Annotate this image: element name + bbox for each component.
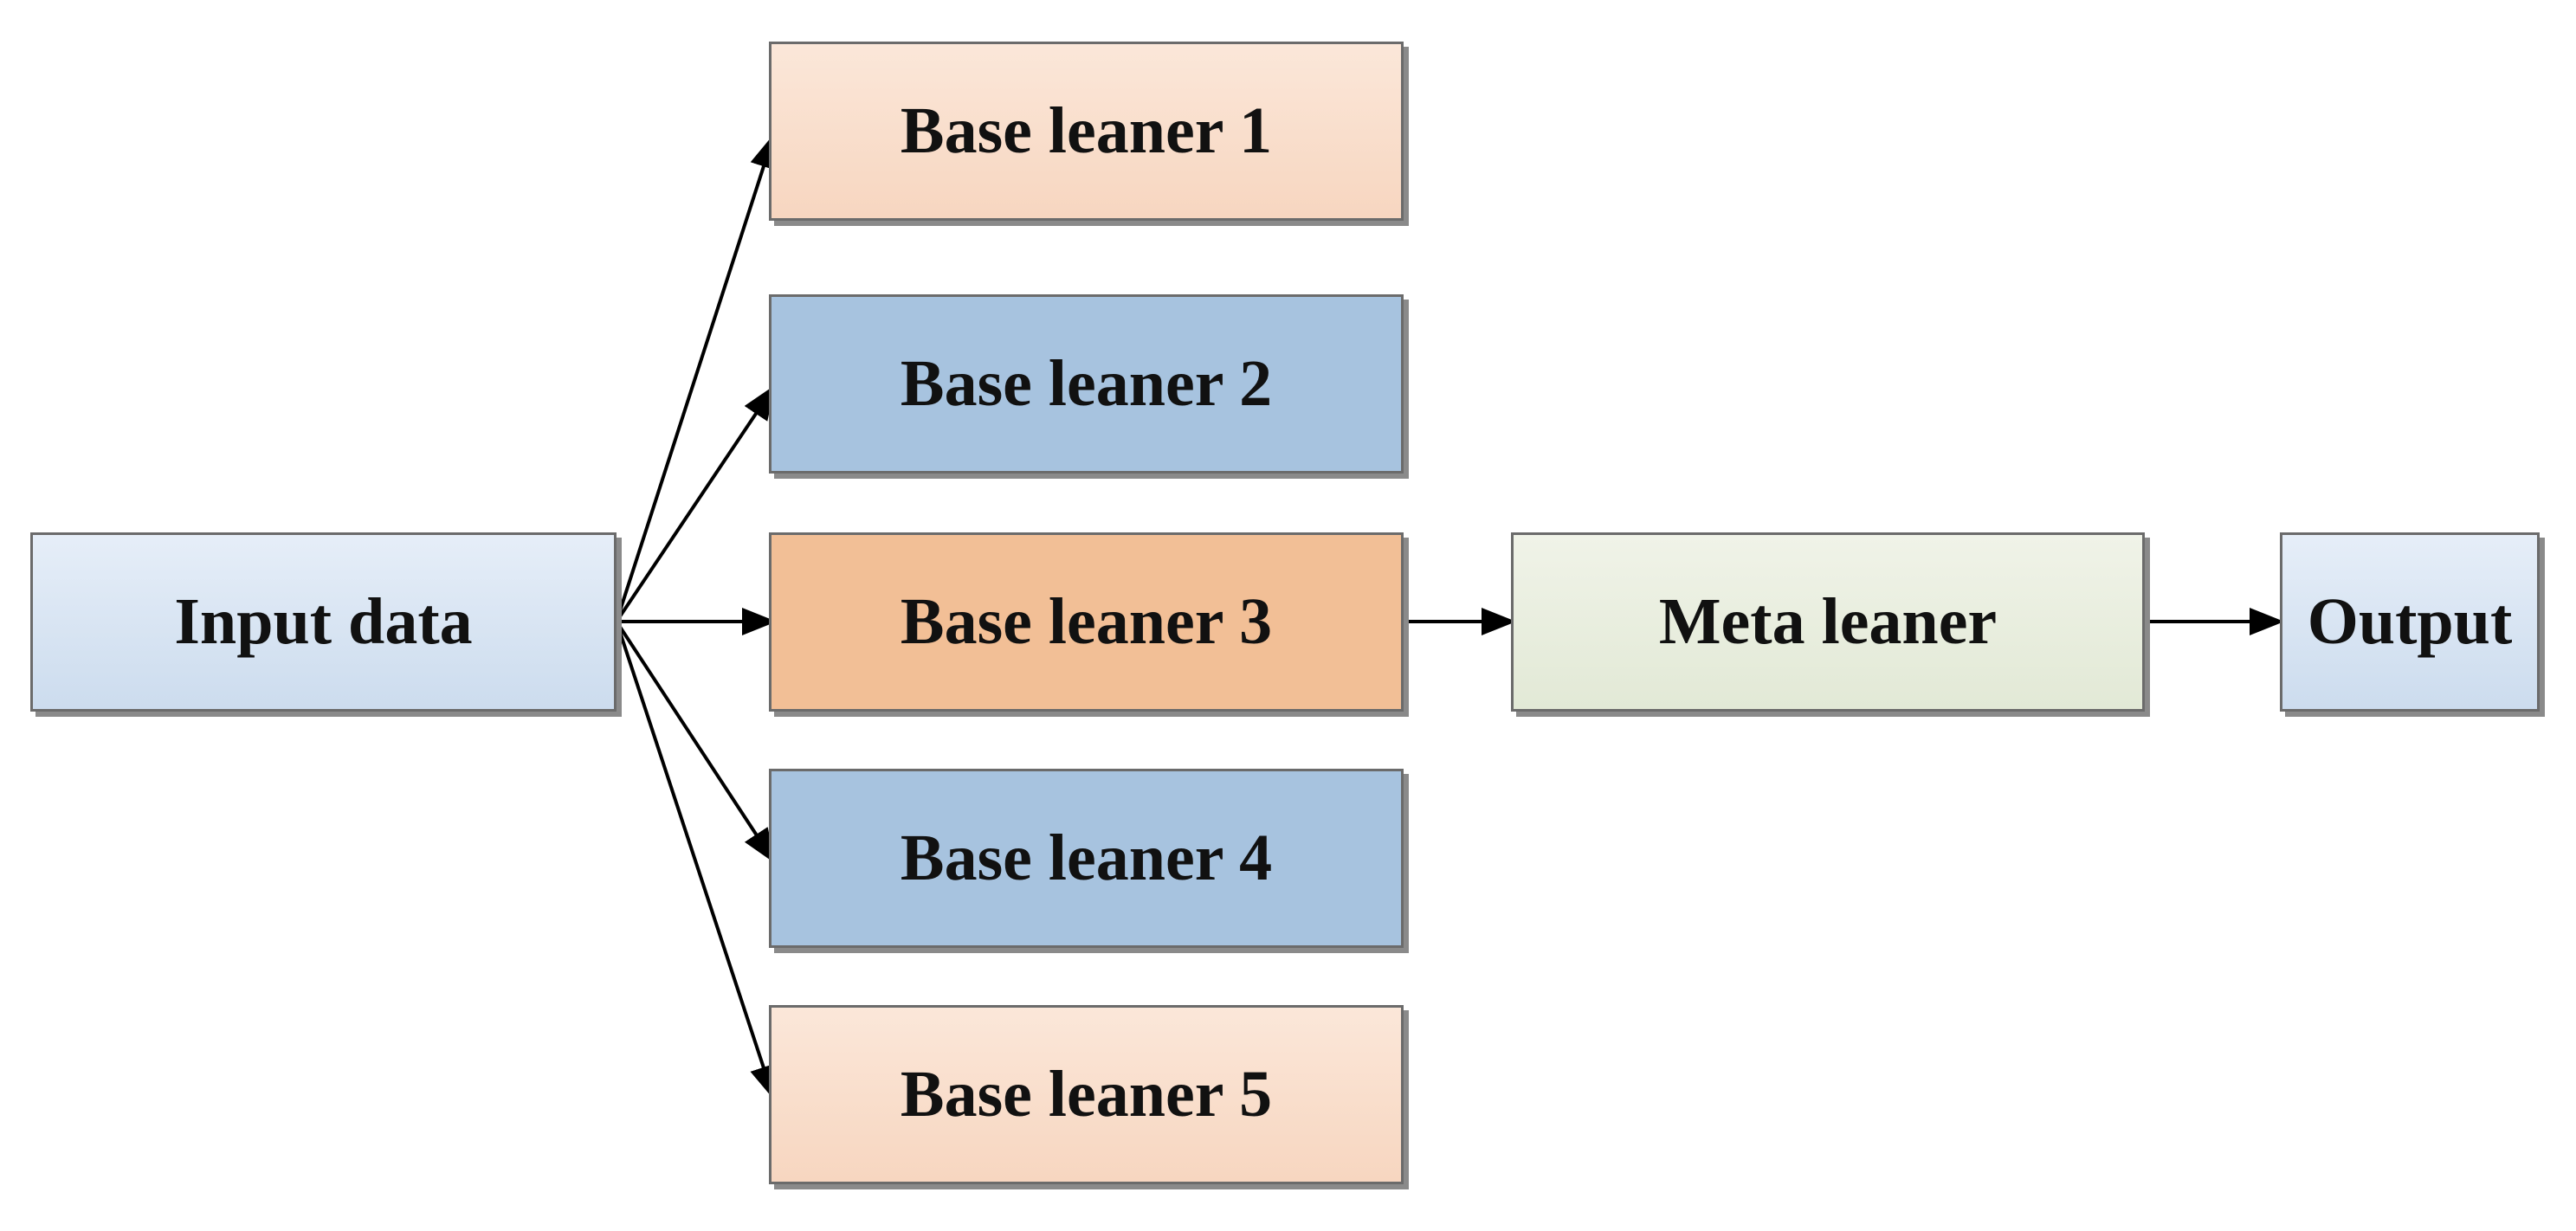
base-leaner-5-label: Base leaner 5: [900, 1058, 1273, 1131]
base-leaner-2-label: Base leaner 2: [900, 347, 1273, 420]
base-leaner-2-box: Base leaner 2: [769, 294, 1404, 474]
input-data-box: Input data: [30, 532, 617, 712]
meta-leaner-box: Meta leaner: [1511, 532, 2145, 712]
edge-input-to-base2: [615, 384, 776, 623]
base-leaner-4-label: Base leaner 4: [900, 822, 1273, 894]
edge-input-to-base1: [615, 133, 778, 622]
edge-input-to-base5: [615, 621, 777, 1100]
base-leaner-3-box: Base leaner 3: [769, 532, 1404, 712]
base-leaner-1-box: Base leaner 1: [769, 42, 1404, 221]
output-box: Output: [2280, 532, 2540, 712]
output-label: Output: [2307, 585, 2513, 658]
meta-leaner-label: Meta leaner: [1658, 585, 1998, 658]
base-leaner-4-box: Base leaner 4: [769, 769, 1404, 948]
base-leaner-1-label: Base leaner 1: [900, 94, 1273, 167]
base-leaner-5-box: Base leaner 5: [769, 1005, 1404, 1184]
edge-input-to-base4: [615, 620, 776, 864]
base-leaner-3-label: Base leaner 3: [900, 585, 1273, 658]
input-data-label: Input data: [174, 585, 473, 658]
